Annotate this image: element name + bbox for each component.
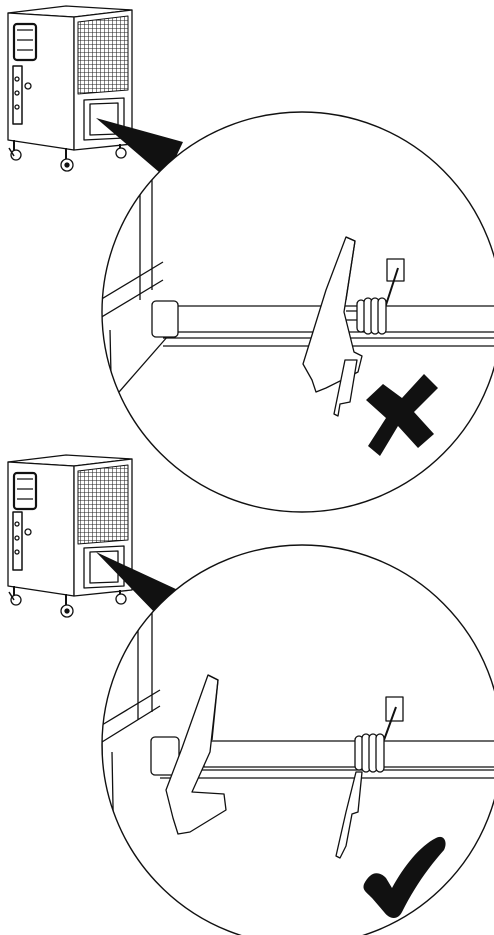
shaft-bottom [203,740,494,768]
lever-arm-bottom [165,674,227,835]
check-mark-icon [363,836,446,918]
cross-mark-icon [366,374,438,456]
panel-incorrect [7,5,494,513]
control-panel-top [12,22,38,62]
dehumidifier-unit-bottom [7,454,133,618]
control-panel-bottom [12,471,38,511]
callout-pointer-bottom [96,552,178,618]
torsion-spring-bottom [335,706,397,859]
dehumidifier-unit-top [7,5,133,172]
magnified-view-correct [101,544,494,935]
bushing-top [151,300,179,338]
panel-correct [7,454,494,935]
magnified-view-incorrect [101,111,494,513]
callout-pointer-top [96,118,183,178]
torsion-spring-top [346,267,399,335]
